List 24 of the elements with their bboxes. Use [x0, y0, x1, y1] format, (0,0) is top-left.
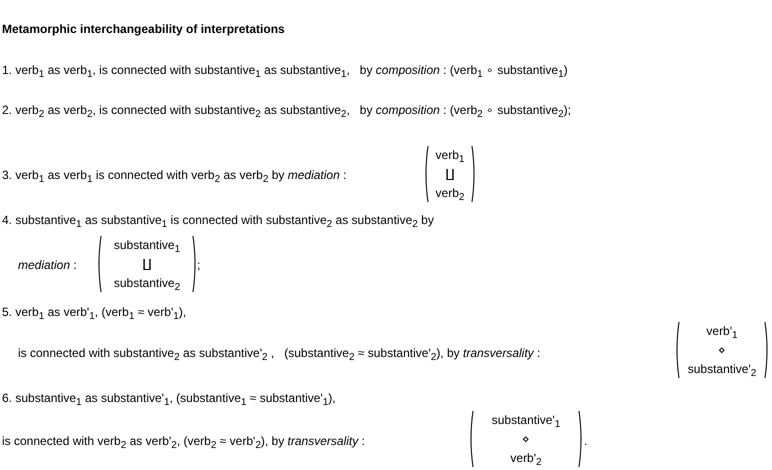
matrix-entry: verb'$_{1}$ [705, 323, 739, 339]
operator-symbol: ⋄ [717, 342, 727, 358]
matrix-entry: verb$_{1}$ [434, 147, 466, 163]
matrix-entry: verb$_{2}$ [434, 185, 466, 201]
formula-line: ; [197, 257, 200, 273]
formula-line: is connected with substantive$_{2}$ as substantive'$_{2}$ , (substantive$_{2}$ ≈ substantive'$_{2}$), by transversality : [18, 345, 540, 361]
operator-symbol: ∐ [444, 166, 456, 182]
formula-line: 5. verb$_{1}$ as verb'$_{1}$, (verb$_{1}$ ≈ verb'$_{1}$), [2, 304, 186, 320]
matrix-entry: substantive'$_{2}$ [686, 361, 758, 377]
formula-line: is connected with verb$_{2}$ as verb'$_{2}$, (verb$_{2}$ ≈ verb'$_{2}$), by transversality : [2, 433, 365, 449]
formula-line: . [584, 433, 588, 449]
matrix-entry: substantive$_{1}$ [112, 237, 182, 253]
matrix-entry: substantive$_{2}$ [112, 275, 182, 291]
formula-line: 6. substantive$_{1}$ as substantive'$_{1}$, (substantive$_{1}$ ≈ substantive'$_{1}$), [2, 390, 336, 406]
formula-line: 2. verb$_{2}$ as verb$_{2}$, is connected with substantive$_{2}$ as substantive$_{2}$, by composition : (verb$_{2}$ ∘ substantive$_{2}$); [2, 102, 571, 118]
operator-symbol: ⋄ [521, 431, 531, 447]
heading: Metamorphic interchangeability of interpretations [2, 21, 285, 37]
formula-line: 3. verb$_{1}$ as verb$_{1}$ is connected with verb$_{2}$ as verb$_{2}$ by mediation : [2, 167, 346, 183]
operator-symbol: ∐ [142, 256, 152, 272]
matrix-entry: verb'$_{2}$ [509, 450, 543, 466]
matrix-entry: substantive'$_{1}$ [490, 412, 562, 428]
formula-line: 1. verb$_{1}$ as verb$_{1}$, is connected with substantive$_{1}$ as substantive$_{1}$, by composition : (verb$_{1}$ ∘ substantive$_{1}$) [2, 62, 568, 78]
formula-line: 4. substantive$_{1}$ as substantive$_{1}$ is connected with substantive$_{2}$ as substantive$_{2}$ by [2, 212, 434, 228]
formula-line: mediation : [18, 257, 77, 273]
